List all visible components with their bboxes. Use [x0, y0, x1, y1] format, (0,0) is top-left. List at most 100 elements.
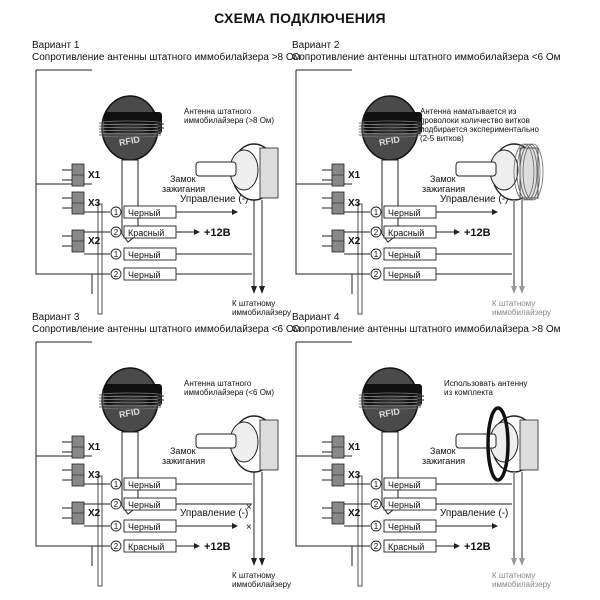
- connector-x2: X2: [322, 229, 361, 253]
- antenna-note: иммобилайзера (>8 Ом): [184, 116, 274, 125]
- variant-1-panel: Вариант 1 Сопротивление антенны штатного…: [32, 40, 332, 320]
- rfid-label: RFID: [378, 134, 401, 148]
- connector-label-x1: X1: [88, 442, 101, 453]
- connector-label-x3: X3: [348, 198, 361, 209]
- lock-ring: [519, 419, 539, 471]
- control-label: Управление (-): [180, 508, 248, 519]
- ignition-lock: [195, 415, 279, 473]
- connector-label-x3: X3: [88, 198, 101, 209]
- connector-x3: X3: [322, 191, 361, 215]
- lock-key: [195, 433, 237, 449]
- pin-circle: [370, 498, 382, 510]
- pin-circle: [370, 226, 382, 238]
- to-immo-label: К штатному: [232, 571, 275, 580]
- arrow-head: [194, 543, 200, 549]
- wire-color-label: Черный: [388, 500, 420, 510]
- pin-number: 2: [374, 270, 379, 279]
- variant-heading: Вариант 3: [32, 312, 80, 323]
- rfid-label: RFID: [378, 406, 401, 420]
- arrow-head: [492, 523, 498, 529]
- key-coil-turn: [98, 123, 162, 129]
- to-immo-label: К штатному: [492, 571, 535, 580]
- connector-x1: X1: [62, 435, 101, 459]
- frame-outline: [295, 69, 353, 294]
- variant-4-panel: Вариант 4 Сопротивление антенны штатного…: [292, 312, 592, 592]
- rfid-label: RFID: [118, 134, 141, 148]
- pin-number: 1: [374, 522, 379, 531]
- to-immo-label: иммобилайзеру: [232, 580, 291, 589]
- frame-outline: [35, 69, 93, 294]
- wire-color-label: Черный: [128, 480, 160, 490]
- pin-number: 2: [114, 500, 119, 509]
- key-coil-turn: [358, 404, 422, 410]
- control-label: Управление (-): [440, 508, 508, 519]
- pin-number: 2: [374, 228, 379, 237]
- wire-row: 2 Черный: [344, 497, 512, 511]
- pin-circle: [370, 206, 382, 218]
- plus12-label: +12В: [204, 541, 231, 553]
- wire-row: 2 Черный: [84, 497, 252, 511]
- key-coil-turn: [98, 401, 162, 407]
- wire-color-label: Черный: [388, 250, 420, 260]
- key-coil-turn: [358, 395, 422, 401]
- connector-x3: X3: [62, 463, 101, 487]
- wire-row: 2 Красный +12В: [344, 225, 491, 239]
- arrow-head: [511, 286, 517, 294]
- wire-color-label: Черный: [128, 522, 160, 532]
- pin-circle: [370, 248, 382, 260]
- key-band: [364, 384, 422, 406]
- connector-x2: X2: [322, 501, 361, 525]
- key-band: [364, 112, 422, 134]
- plus12-label: +12В: [464, 227, 491, 239]
- variant-subtitle: Сопротивление антенны штатного иммобилай…: [32, 52, 301, 63]
- variant-2-panel: Вариант 2 Сопротивление антенны штатного…: [292, 40, 592, 320]
- pin-circle: [370, 540, 382, 552]
- arrow-head: [259, 558, 265, 566]
- key-band: [104, 384, 162, 406]
- pin-number: 2: [374, 500, 379, 509]
- pin-number: 1: [114, 480, 119, 489]
- control-label: Управление (-): [180, 194, 248, 205]
- pin-circle: [110, 520, 122, 532]
- key-coil-turn: [358, 126, 422, 132]
- lock-label: зажигания: [162, 184, 205, 194]
- connector-x1: X1: [322, 435, 361, 459]
- connector-label-x1: X1: [348, 442, 361, 453]
- wire-color-label: Красный: [388, 228, 424, 238]
- connector-x3: X3: [62, 191, 101, 215]
- wire-color-label: Черный: [128, 500, 160, 510]
- key-coil-turn: [98, 132, 162, 138]
- lock-key: [455, 433, 497, 449]
- lock-label: зажигания: [162, 456, 205, 466]
- pin-circle: [110, 498, 122, 510]
- connector-label-x3: X3: [348, 470, 361, 481]
- key-band: [104, 112, 162, 134]
- antenna-coil-turn: [513, 143, 535, 201]
- arrow-head: [454, 543, 460, 549]
- to-immo-label: К штатному: [232, 299, 275, 308]
- pin-circle: [110, 226, 122, 238]
- antenna-note: Антенна штатного: [184, 379, 252, 388]
- page-title: СХЕМА ПОДКЛЮЧЕНИЯ: [214, 10, 386, 26]
- antenna-note: (2-5 витков): [420, 134, 464, 143]
- lock-label: зажигания: [422, 456, 465, 466]
- key-coil-turn: [98, 392, 162, 398]
- pin-circle: [110, 268, 122, 280]
- antenna-note: Антенна штатного: [184, 107, 252, 116]
- key-coil-turn: [98, 404, 162, 410]
- plus12-label: +12В: [204, 227, 231, 239]
- key-coil-turn: [358, 123, 422, 129]
- antenna-note: подбирается экспериментально: [420, 125, 540, 134]
- ignition-lock: [195, 143, 279, 201]
